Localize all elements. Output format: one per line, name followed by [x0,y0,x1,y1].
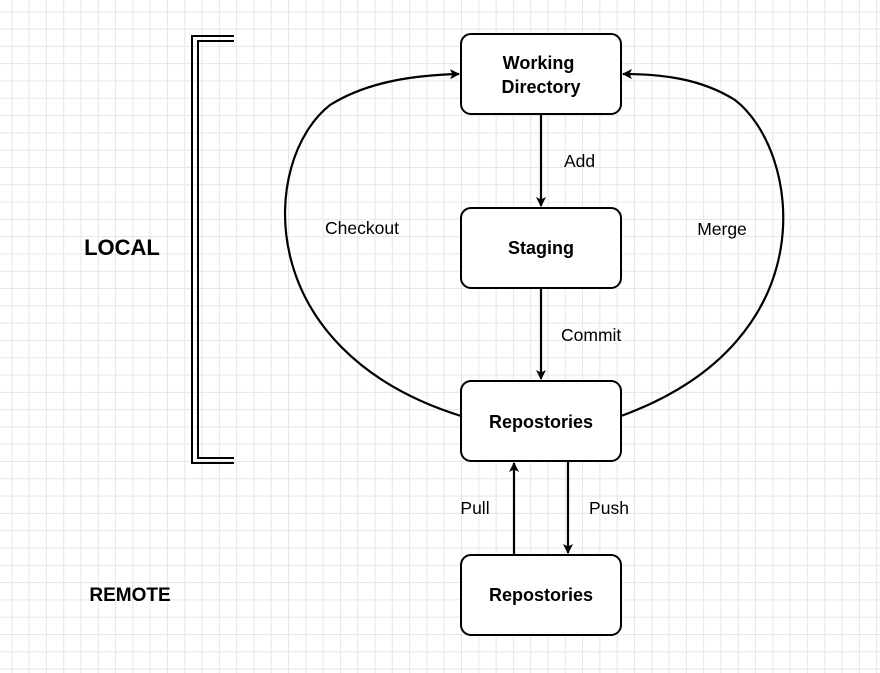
local-bracket [191,35,234,464]
local-repositories-label: Repostories [489,412,593,432]
commit-label: Commit [561,325,621,345]
working-directory-line-1: Working [503,53,575,73]
checkout-arrow [283,69,462,418]
pull-label: Pull [460,498,489,518]
add-label: Add [564,151,595,171]
svg-text:Working Directory: Working Directory [501,53,580,97]
remote-region-label: REMOTE [89,585,170,606]
checkout-label: Checkout [325,218,399,238]
working-directory-node: Working Directory [460,33,622,115]
merge-label: Merge [697,219,747,239]
local-region-label: LOCAL [84,235,160,260]
merge-arrow [620,69,785,418]
push-label: Push [589,498,629,518]
remote-repositories-label: Repostories [489,585,593,605]
staging-label: Staging [508,238,574,258]
staging-node: Staging [460,207,622,289]
working-directory-line-2: Directory [501,77,580,97]
remote-repositories-node: Repostories [460,554,622,636]
local-repositories-node: Repostories [460,380,622,462]
